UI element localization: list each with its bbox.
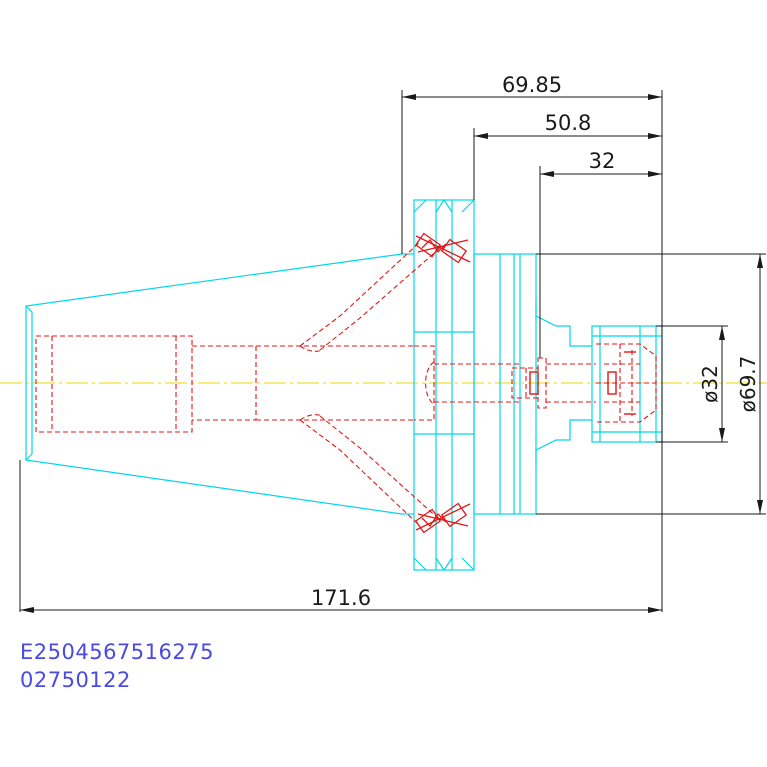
dim-dia-small: ø32 (698, 365, 722, 403)
part-code-line2: 02750122 (20, 668, 131, 692)
dim-dia-large: ø69.7 (736, 356, 760, 413)
dim-bottom-total: 171.6 (311, 586, 371, 610)
hidden-details-solid (529, 351, 636, 415)
dimension-lines (19, 90, 766, 612)
key-screw-upper (414, 232, 471, 264)
dim-top-short: 32 (589, 149, 616, 173)
dim-top-mid: 50.8 (545, 111, 592, 135)
dimension-arrows (20, 94, 763, 613)
key-screw-lower (414, 502, 471, 534)
part-code-line1: E2504567516275 (20, 640, 214, 664)
hidden-features (35, 241, 657, 527)
dim-top-overall: 69.85 (502, 73, 562, 97)
